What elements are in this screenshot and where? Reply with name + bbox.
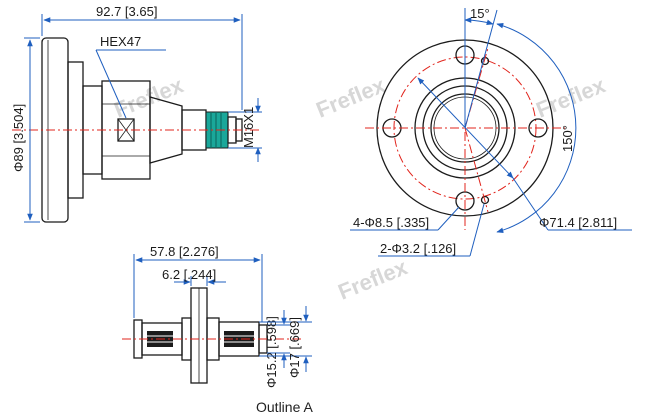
svg-text:Freflex: Freflex bbox=[111, 72, 188, 122]
pin-hole-callout: 2-Φ3.2 [.126] bbox=[378, 203, 485, 257]
outline-length-label: 57.8 [2.276] bbox=[150, 244, 219, 259]
outer-diameter-dimension: Φ17 [.669] bbox=[259, 306, 312, 378]
pin-holes bbox=[480, 56, 490, 205]
outline-caption: Outline A bbox=[256, 399, 313, 415]
flange-diameter-label: Φ89 [3.504] bbox=[11, 104, 26, 172]
svg-text:Freflex: Freflex bbox=[533, 72, 610, 122]
bolt-circle-dimension: Φ71.4 [2.811] bbox=[417, 77, 632, 231]
flange-diameter-dimension: Φ89 [3.504] bbox=[11, 37, 40, 223]
angle-150-dimension: 150° bbox=[496, 23, 577, 233]
pin-holes-label: 2-Φ3.2 [.126] bbox=[380, 241, 456, 256]
flange-thickness-label: 6.2 [.244] bbox=[162, 267, 216, 282]
inner-diameter-dimension: Φ15.2 [.598] bbox=[264, 310, 290, 388]
dia-outer-label: Φ17 [.669] bbox=[287, 317, 302, 378]
bolt-circle-label: Φ71.4 [2.811] bbox=[539, 215, 617, 230]
dia-inner-label: Φ15.2 [.598] bbox=[264, 316, 279, 388]
thread-label: M16X1 bbox=[241, 107, 256, 148]
mount-holes-label: 4-Φ8.5 [.335] bbox=[353, 215, 429, 230]
hex-label: HEX47 bbox=[100, 34, 141, 49]
overall-length-label: 92.7 [3.65] bbox=[96, 4, 157, 19]
mount-hole-callout: 4-Φ8.5 [.335] bbox=[350, 206, 460, 231]
side-view: 92.7 [3.65] HEX47 Φ89 [3.504] M16X1 bbox=[11, 4, 262, 223]
svg-text:Freflex: Freflex bbox=[335, 254, 412, 304]
overall-length-dimension: 92.7 [3.65] bbox=[41, 4, 243, 110]
thread-dimension: M16X1 bbox=[228, 98, 262, 162]
outline-length-dimension: 57.8 [2.276] bbox=[133, 244, 263, 322]
flange-thickness-dimension: 6.2 [.244] bbox=[162, 267, 226, 286]
angle-15-dimension: 15° bbox=[464, 6, 498, 129]
front-view: 15° 150° 4-Φ8.5 [.335] 2-Φ3.2 [.126] Φ71… bbox=[350, 6, 632, 257]
angle-large-label: 150° bbox=[560, 125, 575, 152]
hex-callout: HEX47 bbox=[95, 34, 166, 119]
angle-small-label: 15° bbox=[470, 6, 490, 21]
outline-a-view: 57.8 [2.276] 6.2 [.244] Φ15.2 [.598] Φ17… bbox=[122, 244, 313, 415]
